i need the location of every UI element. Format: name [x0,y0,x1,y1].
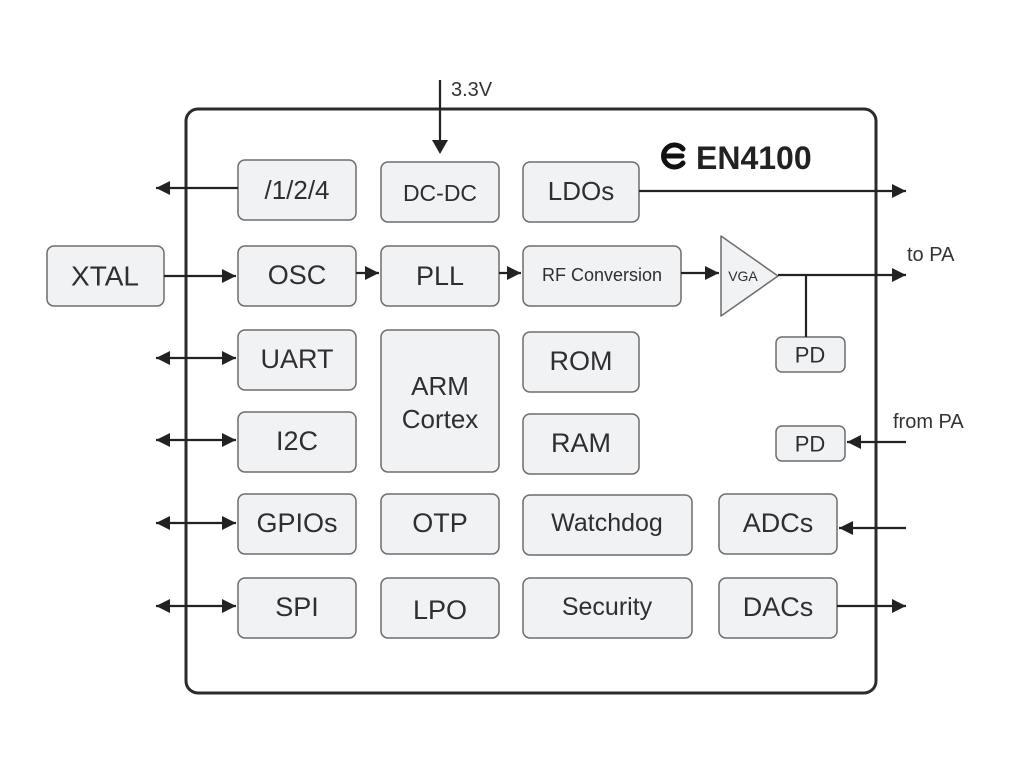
e-logo-icon [661,142,686,170]
block-i2c-label: I2C [276,426,318,456]
block-ram: RAM [522,413,640,475]
block-rom: ROM [522,331,640,393]
block-otp-label: OTP [412,508,468,538]
block-uart-label: UART [260,344,333,374]
uart-bus-arrowhead-right [222,351,236,365]
block-security-label: Security [562,593,653,621]
ldos-out-arrowhead [892,184,906,198]
from-pa-label: from PA [893,411,964,433]
block-otp: OTP [380,493,500,555]
block-ram-label: RAM [551,428,611,458]
block-arm-label-line2: Cortex [402,404,479,434]
block-osc: OSC [237,245,357,307]
block-osc-label: OSC [268,260,327,290]
pa-to-pd-arrowhead [847,435,861,449]
block-pd-out: PD [775,336,846,373]
block-watchdog: Watchdog [522,494,693,556]
chip-outline [184,107,878,695]
block-lpo: LPO [380,577,500,639]
block-adcs-label: ADCs [743,508,814,538]
block-ldos: LDOs [522,161,640,223]
block-divider-label: /1/2/4 [264,175,329,205]
block-adcs: ADCs [718,493,838,555]
block-rf-conversion: RF Conversion [522,245,682,307]
block-rom-label: ROM [550,346,613,376]
block-dcdc: DC-DC [380,161,500,223]
block-uart: UART [237,329,357,391]
block-i2c: I2C [237,411,357,473]
block-dacs: DACs [718,577,838,639]
block-watchdog-label: Watchdog [551,509,663,537]
spi-bus-arrowhead-left [156,599,170,613]
block-security: Security [522,577,693,639]
chip-name: EN4100 [696,140,812,176]
block-ldos-label: LDOs [548,176,614,206]
to-pa-label: to PA [907,244,955,266]
uart-bus-arrowhead-left [156,351,170,365]
block-xtal-label: XTAL [71,261,139,292]
divider-out-arrowhead [156,181,170,195]
i2c-bus-arrowhead-left [156,433,170,447]
dac-out-arrowhead [892,599,906,613]
block-xtal: XTAL [46,245,165,307]
block-arm-label-line1: ARM [411,371,469,401]
block-spi-label: SPI [275,592,319,622]
block-spi: SPI [237,577,357,639]
gpio-bus-arrowhead-right [222,516,236,530]
pll-to-rf-arrowhead [507,266,521,280]
i2c-bus-arrowhead-right [222,433,236,447]
block-vga: VGA [720,235,779,317]
block-pll: PLL [380,245,500,307]
gpio-bus-arrowhead-left [156,516,170,530]
xtal-to-osc-arrowhead [222,269,236,283]
supply-label: 3.3V [451,79,493,101]
block-dacs-label: DACs [743,592,814,622]
adc-in-arrowhead [839,521,853,535]
block-rf-conversion-label: RF Conversion [542,265,662,285]
block-lpo-label: LPO [413,595,467,625]
block-pll-label: PLL [416,261,464,291]
block-divider: /1/2/4 [237,159,357,221]
block-dcdc-label: DC-DC [403,180,477,206]
osc-to-pll-arrowhead [365,266,379,280]
block-pd-in: PD [775,425,846,462]
chip-title: EN4100 [661,140,812,176]
block-vga-label: VGA [728,268,758,284]
block-gpios: GPIOs [237,493,357,555]
block-pd-out-label: PD [795,343,826,368]
rf-to-vga-arrowhead [705,266,719,280]
block-pd-in-label: PD [795,432,826,457]
connections [156,181,906,613]
vga-to-pa-arrowhead [892,268,906,282]
spi-bus-arrowhead-right [222,599,236,613]
supply-arrowhead [432,140,448,154]
block-arm-cortex: ARM Cortex [380,329,500,473]
block-gpios-label: GPIOs [256,508,337,538]
